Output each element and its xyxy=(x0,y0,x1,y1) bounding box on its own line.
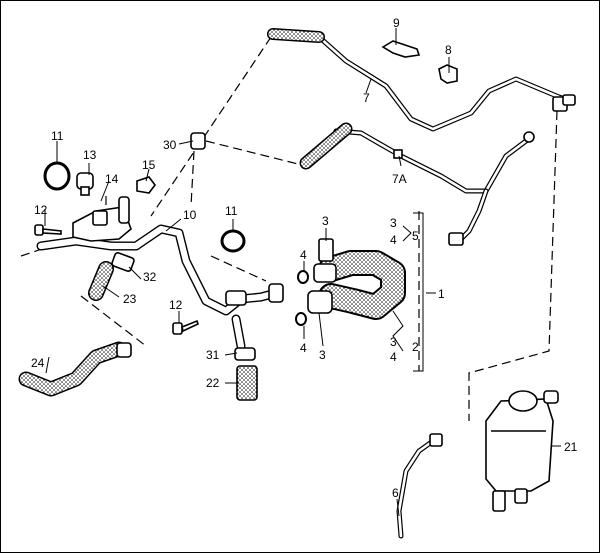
label-21: 21 xyxy=(564,440,578,454)
label-4-bottom: 4 xyxy=(300,341,307,355)
line-7 xyxy=(267,28,576,132)
label-6: 6 xyxy=(392,486,399,500)
label-7a: 7A xyxy=(392,172,407,186)
label-24: 24 xyxy=(31,356,45,370)
label-4-right-top: 4 xyxy=(390,233,397,247)
label-15: 15 xyxy=(142,158,156,172)
bolt-12-left xyxy=(34,224,62,236)
label-13: 13 xyxy=(83,148,97,162)
sender-13 xyxy=(76,172,94,196)
pipe-10 xyxy=(36,224,284,351)
clip-9 xyxy=(381,40,421,58)
label-23: 23 xyxy=(123,292,137,306)
label-8: 8 xyxy=(445,43,452,57)
hose-24 xyxy=(18,341,132,397)
clip-30 xyxy=(190,132,206,150)
flange-housing xyxy=(72,196,132,242)
label-12-right: 12 xyxy=(169,298,183,312)
assembly-dash-lines xyxy=(20,36,558,421)
leader-lines xyxy=(44,28,561,517)
label-11-right: 11 xyxy=(225,204,238,218)
clip-32 xyxy=(111,252,135,272)
label-3-right-top: 3 xyxy=(390,216,397,230)
label-10: 10 xyxy=(183,208,197,222)
label-31: 31 xyxy=(206,348,220,362)
hose-23 xyxy=(88,261,114,301)
label-3-right-bottom: 3 xyxy=(390,335,397,349)
label-4-right-bottom: 4 xyxy=(390,350,397,364)
line-7a xyxy=(299,122,535,246)
label-9: 9 xyxy=(393,16,400,30)
label-5: 5 xyxy=(412,229,419,243)
label-4-top: 4 xyxy=(300,248,307,262)
label-2: 2 xyxy=(412,340,419,354)
clip-8 xyxy=(438,64,458,84)
label-7: 7 xyxy=(363,91,370,105)
label-3-top: 3 xyxy=(322,214,329,228)
o-ring-11-left xyxy=(43,161,71,191)
label-22: 22 xyxy=(206,376,220,390)
bolt-12-right xyxy=(172,319,199,335)
label-1: 1 xyxy=(438,287,445,301)
bracket-group xyxy=(392,212,436,372)
line-6 xyxy=(396,433,443,539)
expansion-tank-21 xyxy=(485,390,559,512)
label-11-left: 11 xyxy=(51,129,64,143)
label-14: 14 xyxy=(105,172,119,186)
label-30: 30 xyxy=(163,138,177,152)
o-ring-11-right xyxy=(220,229,246,253)
label-12-left: 12 xyxy=(34,203,48,217)
label-3-bottom: 3 xyxy=(319,348,326,362)
hose-assembly-1 xyxy=(295,238,406,326)
label-32: 32 xyxy=(143,270,157,284)
callout-labels: 9 8 7 7A 11 13 14 15 30 12 10 11 32 23 1… xyxy=(31,16,578,500)
hose-22 xyxy=(236,365,258,401)
clamp-31 xyxy=(234,347,256,361)
